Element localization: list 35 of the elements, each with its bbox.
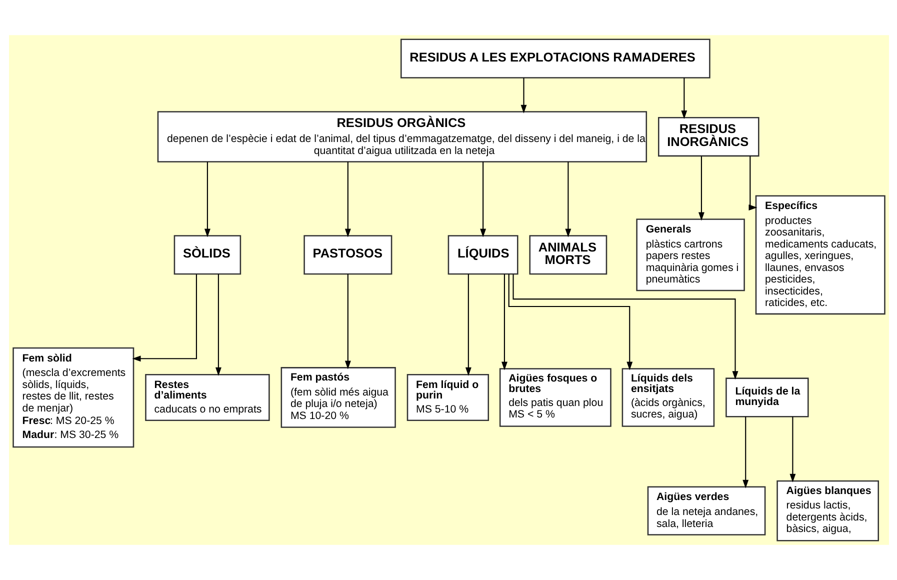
- arrow: [464, 274, 471, 376]
- arrow: [344, 274, 350, 370]
- arrow: [214, 274, 221, 376]
- node-box: RESIDUS INORGÀNICS: [657, 116, 759, 157]
- node-box: Aigües fosques o brutes dels patis quan plou MS < 5 %: [498, 368, 611, 427]
- arrow: [698, 156, 704, 221]
- node-box: Líquids dels ensitjats (àcids orgànics, sucres, aigua): [621, 368, 714, 427]
- node-box: Específics productes zoosanitaris, medicaments caducats, agulles, xeringues, llaunes, envasos pesticides, insecticides, raticides, etc.: [754, 195, 885, 315]
- node-box: Fem pastós (fem sòlid més aigua de pluja i/o neteja) MS 10-20 %: [280, 367, 396, 428]
- arrow: [204, 162, 210, 238]
- arrow: [344, 162, 350, 238]
- node-box: Fem sòlid (mescla d’excrements sòlids, líquids, restes de llit, restes de menjar) Fresc: MS 20-25 % Madur: MS 30-25 %: [12, 347, 134, 448]
- arrow: [520, 78, 526, 114]
- node-box: RESIDUS ORGÀNICS depenen de l’espècie i edat de l’animal, del tipus d’emmagatzematge, del disseny i del maneig, i de la quantitat d’aigua utilitzada en la neteja: [156, 111, 647, 162]
- arrow: [789, 416, 796, 482]
- node-box: RESIDUS A LES EXPLOTACIONS RAMADERES: [400, 38, 710, 78]
- arrow: [680, 78, 687, 119]
- node-box: PASTOSOS: [303, 235, 392, 275]
- node-box: Aigües blanques residus lactis, detergents àcids, bàsics, aigua,: [776, 480, 878, 542]
- arrow: [508, 274, 632, 370]
- node-box: Aigües verdes de la neteja andanes, sala, lleteria: [646, 486, 766, 536]
- arrow: [748, 156, 757, 211]
- arrow: [500, 274, 507, 370]
- arrow: [480, 162, 486, 238]
- arrow: [132, 274, 196, 362]
- arrow: [512, 274, 738, 380]
- arrow: [564, 162, 571, 238]
- node-box: SÒLIDS: [173, 235, 241, 275]
- node-box: Generals plàstics cartrons papers restes maquinària gomes i pneumàtics: [636, 218, 744, 292]
- node-box: Restes d’aliments caducats o no emprats: [144, 374, 270, 421]
- node-box: ANIMALS MORTS: [528, 235, 607, 275]
- node-box: Líquids de la munyida: [725, 378, 808, 418]
- arrow: [742, 416, 748, 488]
- node-box: Fem líquid o purin MS 5-10 %: [406, 374, 488, 421]
- node-box: LÍQUIDS: [447, 235, 518, 275]
